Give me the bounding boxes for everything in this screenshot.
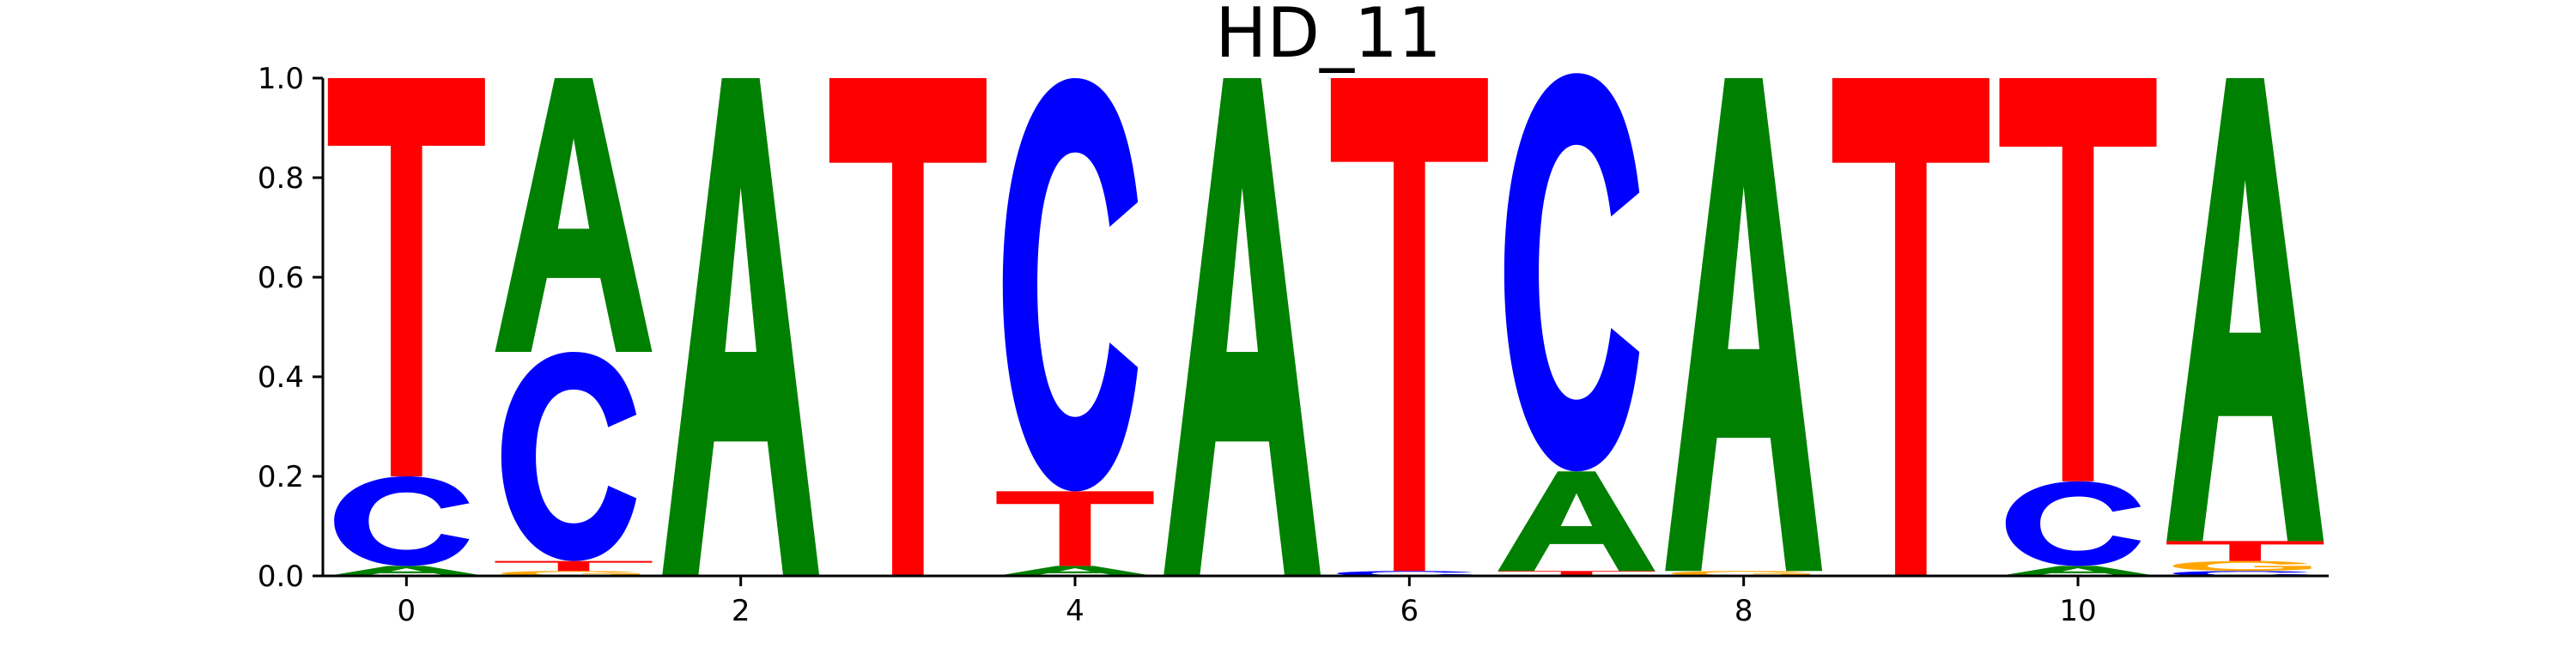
logo-letter-A-pos-4 xyxy=(996,566,1154,576)
logo-letter-A-pos-10 xyxy=(1999,566,2157,576)
logo-letter-T-pos-7 xyxy=(1498,571,1656,576)
logo-letter-A-pos-11 xyxy=(2166,78,2324,542)
logo-letter-T-pos-0 xyxy=(327,78,485,476)
logo-letter-T-pos-6 xyxy=(1330,78,1488,572)
x-tick-label-1: 2 xyxy=(732,594,750,628)
logo-letter-C-pos-4 xyxy=(1002,78,1139,492)
logo-letter-G-pos-11 xyxy=(2172,560,2312,572)
logo-letter-C-pos-7 xyxy=(1504,73,1640,472)
y-tick-label-2: 0.4 xyxy=(258,360,304,395)
logo-letter-T-pos-10 xyxy=(1999,78,2157,481)
x-tick-label-2: 4 xyxy=(1066,594,1084,628)
axes-layer: 0.0 0.2 0.4 0.6 0.8 1.0 0 2 4 6 8 10 xyxy=(258,62,2329,628)
logo-letter-A-pos-8 xyxy=(1665,78,1823,572)
y-tick-label-5: 1.0 xyxy=(258,62,304,96)
x-tick-label-0: 0 xyxy=(398,594,416,628)
y-tick-label-1: 0.2 xyxy=(258,460,304,494)
logo-letter-A-pos-0 xyxy=(327,566,485,576)
logo-letter-A-pos-1 xyxy=(495,78,653,352)
logo-letter-C-pos-0 xyxy=(334,476,470,566)
logo-letter-A-pos-7 xyxy=(1498,471,1656,572)
logo-letter-T-pos-9 xyxy=(1832,78,1990,576)
x-tick-label-4: 8 xyxy=(1735,594,1753,628)
x-tick-label-3: 6 xyxy=(1400,594,1419,628)
logo-letter-T-pos-4 xyxy=(996,491,1154,566)
logo-letter-T-pos-11 xyxy=(2166,541,2324,561)
logo-letter-C-pos-10 xyxy=(2005,481,2142,566)
logo-letter-A-pos-2 xyxy=(662,78,820,576)
logo-letter-A-pos-5 xyxy=(1163,78,1321,576)
chart-title: HD_11 xyxy=(1215,0,1442,73)
y-tick-label-4: 0.8 xyxy=(258,161,304,196)
logo-letter-T-pos-3 xyxy=(829,78,987,576)
logo-letter-C-pos-1 xyxy=(501,352,637,561)
logo-letter-T-pos-1 xyxy=(495,560,653,572)
y-tick-label-3: 0.6 xyxy=(258,261,304,295)
x-tick-label-5: 10 xyxy=(2059,594,2096,628)
letters-layer xyxy=(327,73,2324,576)
y-tick-label-0: 0.0 xyxy=(258,560,304,594)
